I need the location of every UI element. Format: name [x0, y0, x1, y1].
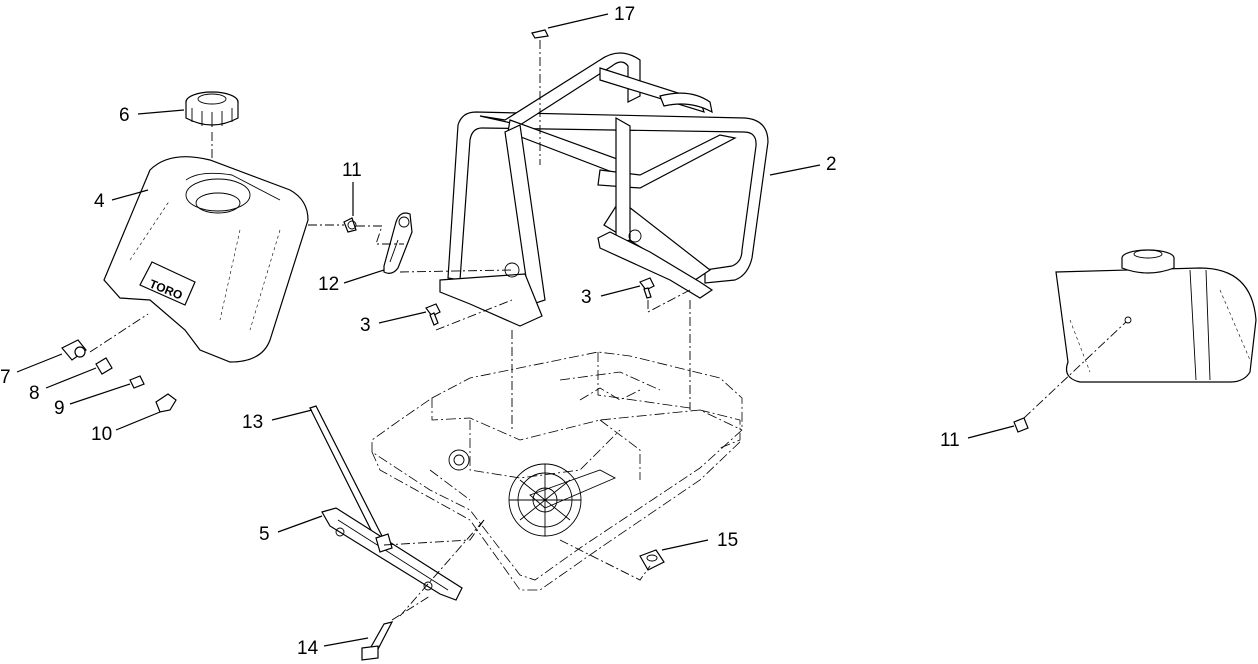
base-plate-assembly: [371, 351, 743, 591]
fuel-fittings: [61, 339, 177, 413]
part-17-label-decal: [531, 29, 549, 39]
nut-15: [639, 549, 665, 571]
bolt-left: [425, 303, 441, 326]
callout-10: 10: [91, 424, 112, 445]
fuel-tank: TORO: [103, 156, 309, 363]
callout-15: 15: [717, 530, 738, 551]
callout-11-upper: 11: [342, 160, 362, 181]
fuel-vent-fitting-alt: [1013, 417, 1029, 433]
callout-17: 17: [614, 4, 635, 25]
callout-13: 13: [242, 412, 263, 433]
callout-9: 9: [54, 398, 65, 419]
callout-8: 8: [29, 383, 40, 404]
callout-4: 4: [94, 191, 105, 212]
alignment-lines: [89, 40, 1127, 621]
callout-3-left: 3: [360, 315, 371, 336]
callout-11-right: 11: [940, 430, 960, 451]
callout-5: 5: [259, 524, 270, 545]
leader-lines: [16, 13, 1015, 647]
mounting-bracket: [321, 507, 463, 601]
fuel-cap: [185, 91, 239, 127]
callout-2: 2: [826, 154, 837, 175]
handle-frame: [439, 52, 769, 327]
fuel-tank-alt-view: [1055, 249, 1257, 383]
tag-bracket: [383, 212, 413, 274]
bolt-right: [639, 277, 655, 299]
callout-6: 6: [119, 105, 130, 126]
callout-14: 14: [297, 638, 319, 659]
callout-labels: 17 6 2 11 4 12 3 3 7 8 9 10 13 5 15 14 1…: [0, 4, 960, 659]
bolt-14: [361, 621, 394, 661]
callout-7: 7: [0, 367, 11, 388]
callout-3-right: 3: [581, 287, 592, 308]
fuel-vent-fitting: [343, 217, 357, 233]
callout-12: 12: [318, 274, 339, 295]
